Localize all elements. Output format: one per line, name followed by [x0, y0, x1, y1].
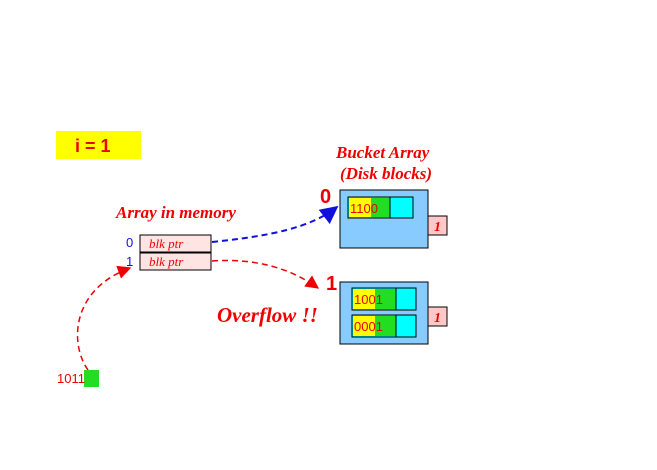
new-key-prefix: 101: [57, 371, 78, 386]
svg-text:1100: 1100: [350, 201, 378, 216]
bucket-0: 0 1100 1: [320, 186, 448, 249]
new-key-last-bit: 1: [78, 371, 85, 386]
bucket-1-local-depth: 1: [434, 311, 441, 326]
new-key: 1011: [57, 370, 99, 387]
svg-text:0001: 0001: [354, 319, 383, 334]
memory-array: 0 1 blk ptr blk ptr: [126, 234, 212, 271]
memory-slot-0: [139, 234, 212, 253]
bucket-1-local-depth-box: [427, 306, 448, 327]
pointer-arrow-slot0-to-bucket0: [211, 205, 339, 243]
bucket-0-local-depth-box: [427, 215, 448, 236]
memory-slot-label-1: blk ptr: [149, 254, 184, 269]
bucket-0-number: 0: [320, 186, 331, 208]
memory-slot-index-0: 0: [126, 235, 133, 250]
memory-array-title: Array in memory: [115, 203, 236, 222]
bucket-1: 1 1001 0001 1: [326, 273, 448, 345]
bucket-0-local-depth: 1: [434, 220, 441, 235]
bucket-1-number: 1: [326, 273, 337, 295]
bucket-array-title-line2: (Disk blocks): [340, 164, 432, 183]
overflow-label: Overflow !!: [217, 303, 318, 327]
svg-text:1001: 1001: [354, 292, 383, 307]
memory-slot-1: [139, 252, 212, 271]
global-depth-label: i = 1: [75, 136, 111, 156]
bucket-array-title-line1: Bucket Array: [335, 143, 430, 162]
pointer-arrow-slot1-to-bucket1: [211, 259, 320, 289]
hash-arrow-key-to-slot1: [76, 265, 132, 371]
memory-slot-index-1: 1: [126, 254, 133, 269]
memory-slot-label-0: blk ptr: [149, 236, 184, 251]
global-depth-box: i = 1: [56, 131, 141, 159]
svg-text:1011: 1011: [57, 371, 85, 386]
